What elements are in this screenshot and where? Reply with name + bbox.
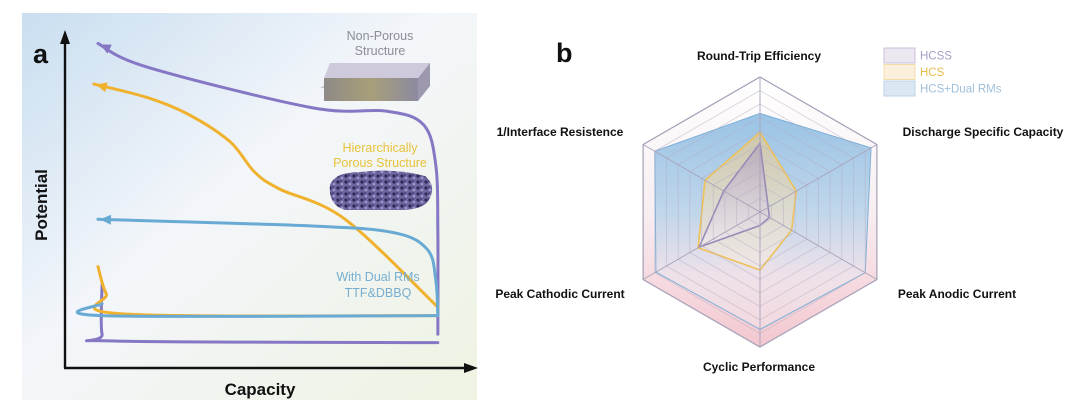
panel-a-charge-discharge-schematic: a Capacity Potential Non-Porous Structur…: [0, 0, 500, 414]
radar-axis-label-peak-anodic-current: Peak Anodic Current: [898, 287, 1016, 301]
radar-axis-label-round-trip-efficiency: Round-Trip Efficiency: [697, 49, 821, 63]
hierarchical-label-line2: Porous Structure: [333, 156, 427, 170]
panel-a-chart: a Capacity Potential Non-Porous Structur…: [0, 0, 500, 414]
hierarchical-label-line1: Hierarchically: [342, 141, 418, 155]
panel-label-b: b: [556, 38, 573, 68]
non-porous-structure-illustration: [320, 60, 430, 101]
legend-swatch-hcss: [884, 48, 915, 63]
non-porous-label-line2: Structure: [355, 44, 406, 58]
legend-label-hcs-dual-rms: HCS+Dual RMs: [920, 84, 1002, 96]
porous-structure-illustration: [330, 171, 432, 210]
non-porous-label-line1: Non-Porous: [347, 29, 414, 43]
dual-rms-label-line1: With Dual RMs: [336, 270, 419, 284]
x-axis-label: Capacity: [225, 380, 296, 399]
radar-axis-label-1-interface-resistence: 1/Interface Resistence: [497, 125, 624, 139]
panel-label-a: a: [33, 39, 49, 69]
legend-label-hcss: HCSS: [920, 51, 952, 63]
radar-axis-label-discharge-specific-capacity: Discharge Specific Capacity: [903, 125, 1064, 139]
legend-swatch-hcs: [884, 65, 915, 80]
radar-axis-label-peak-cathodic-current: Peak Cathodic Current: [495, 287, 624, 301]
y-axis-label: Potential: [32, 169, 51, 241]
legend-label-hcs: HCS: [920, 67, 945, 79]
legend-swatch-hcs-dual-rms: [884, 81, 915, 96]
dual-rms-label-line2: TTF&DBBQ: [345, 286, 412, 300]
radar-axis-label-cyclic-performance: Cyclic Performance: [703, 360, 815, 374]
